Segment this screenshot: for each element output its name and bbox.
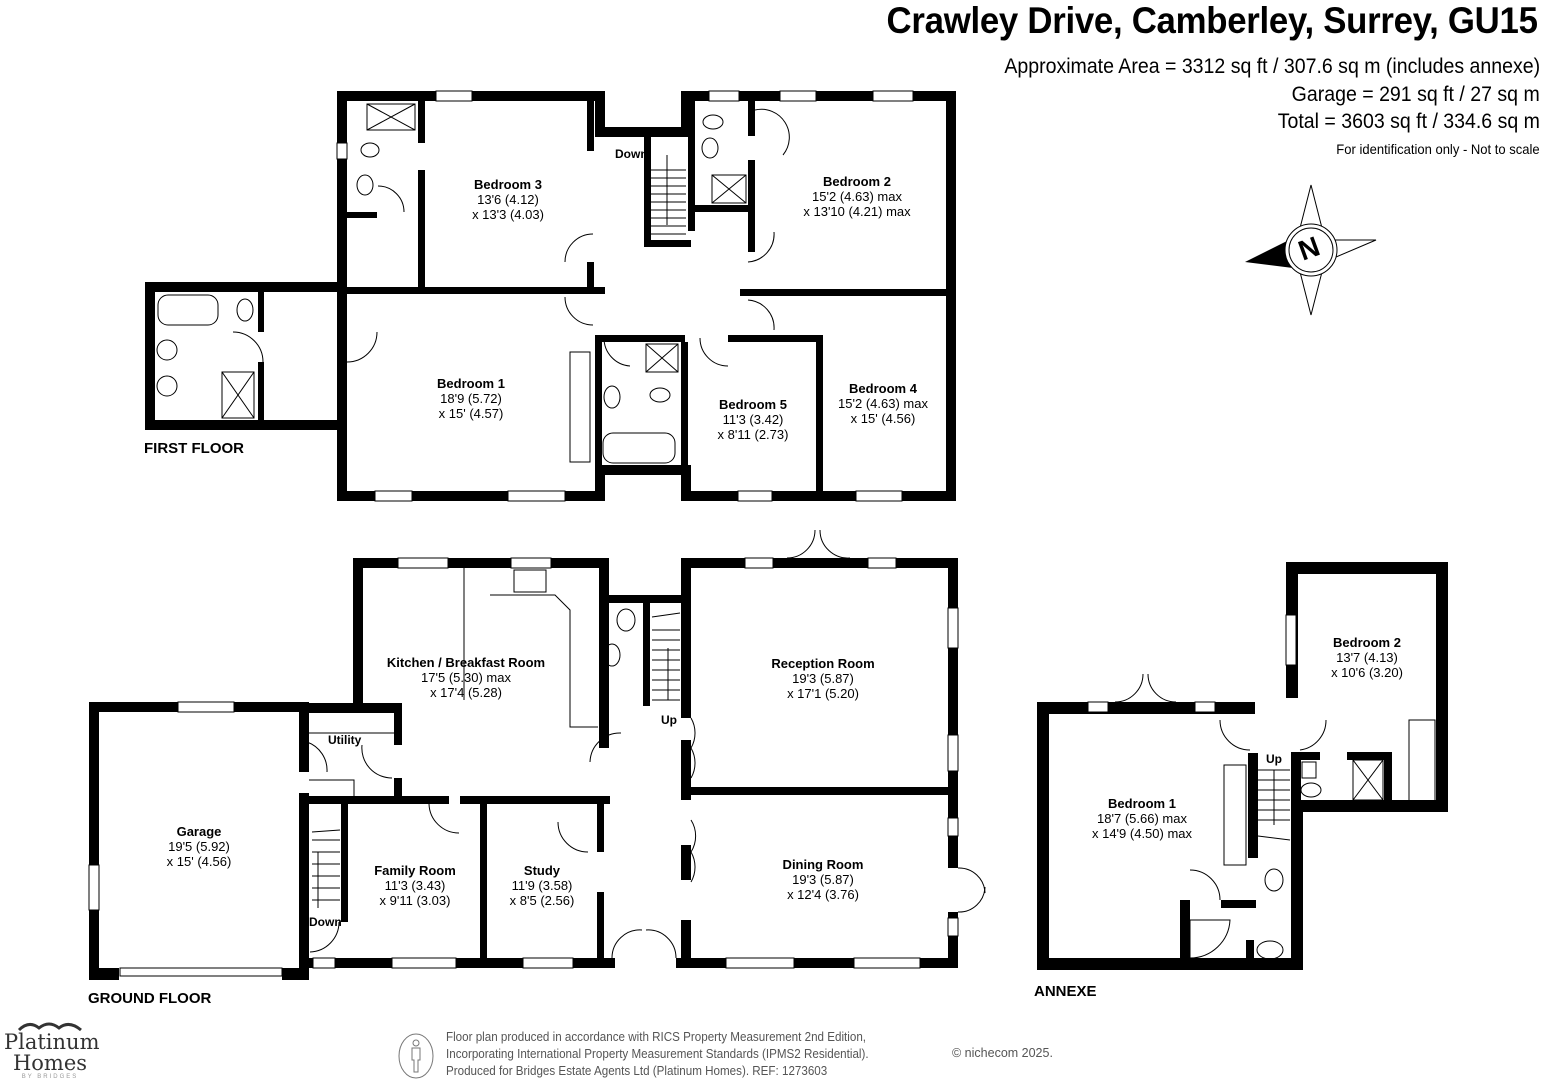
north-compass-icon [1245, 184, 1377, 316]
room-dimension: 15'2 (4.63) max [812, 189, 902, 204]
room-label-bedroom-4: Bedroom 4 15'2 (4.63) max x 15' (4.56) [838, 381, 928, 426]
room-label-bedroom-2: Bedroom 2 15'2 (4.63) max x 13'10 (4.21)… [803, 174, 910, 219]
floor-label-annexe: ANNEXE [1034, 983, 1097, 1000]
room-label-family-room: Family Room 11'3 (3.43) x 9'11 (3.03) [374, 863, 456, 908]
room-dimension: 11'3 (3.43) [384, 878, 446, 893]
total-area: Total = 3603 sq ft / 334.6 sq m [1277, 110, 1540, 133]
room-dimension: 11'3 (3.42) [722, 412, 784, 427]
room-dimension: 13'7 (4.13) [1336, 650, 1398, 665]
room-label-dining-room: Dining Room 19'3 (5.87) x 12'4 (3.76) [783, 857, 864, 902]
first-floor-fixtures [156, 103, 790, 464]
room-dimension: 18'9 (5.72) [440, 391, 502, 406]
first-floor-walls [145, 90, 956, 502]
room-name: Bedroom 2 [1333, 635, 1401, 650]
copyright: © nichecom 2025. [952, 1046, 1053, 1060]
room-dimension: x 8'5 (2.56) [509, 893, 575, 908]
stairs-up-label: Up [661, 713, 677, 727]
room-dimension: x 14'9 (4.50) max [1091, 826, 1193, 841]
room-dimension: 19'3 (5.87) [792, 872, 854, 887]
floor-label-first: FIRST FLOOR [144, 440, 244, 457]
footer-line-2: Incorporating International Property Mea… [446, 1047, 869, 1061]
room-dimension: x 15' (4.56) [166, 854, 232, 869]
room-dimension: x 9'11 (3.03) [379, 893, 451, 908]
garage-area: Garage = 291 sq ft / 27 sq m [1291, 83, 1540, 106]
ground-floor-walls [88, 557, 959, 980]
room-label-kitchen: Kitchen / Breakfast Room 17'5 (5.30) max… [387, 655, 545, 700]
room-name: Bedroom 5 [719, 397, 787, 412]
room-name: Kitchen / Breakfast Room [386, 655, 546, 670]
footer-line-3: Produced for Bridges Estate Agents Ltd (… [446, 1064, 828, 1078]
room-dimension: x 10'6 (3.20) [1331, 665, 1403, 680]
room-dimension: x 17'1 (5.20) [787, 686, 859, 701]
room-name: Family Room [374, 863, 456, 878]
room-name: Garage [176, 824, 222, 839]
property-title: Crawley Drive, Camberley, Surrey, GU15 [886, 0, 1538, 41]
room-name: Bedroom 1 [437, 376, 505, 391]
room-label-study: Study 11'9 (3.58) x 8'5 (2.56) [510, 863, 575, 908]
floor-label-ground: GROUND FLOOR [88, 990, 212, 1007]
room-label-annexe-bedroom-1: Bedroom 1 18'7 (5.66) max x 14'9 (4.50) … [1092, 796, 1192, 841]
room-dimension: x 17'4 (5.28) [430, 685, 502, 700]
room-name: Dining Room [782, 857, 864, 872]
approximate-area: Approximate Area = 3312 sq ft / 307.6 sq… [1004, 55, 1540, 78]
room-name: Study [523, 863, 561, 878]
logo-wave-icon [17, 1022, 82, 1032]
room-dimension: x 15' (4.57) [438, 406, 504, 421]
room-dimension: 17'5 (5.30) max [421, 670, 511, 685]
room-name: Bedroom 2 [823, 174, 891, 189]
room-dimension: x 12'4 (3.76) [787, 887, 859, 902]
logo-line-1: Platinum [4, 1030, 100, 1054]
stairs-down-label: Down [615, 147, 648, 161]
room-dimension: 13'6 (4.12) [477, 192, 539, 207]
room-dimension: 18'7 (5.66) max [1097, 811, 1187, 826]
room-dimension: 15'2 (4.63) max [838, 396, 928, 411]
room-dimension: x 8'11 (2.73) [717, 427, 789, 442]
stairs-down-label: Down [309, 915, 342, 929]
stairs-up-label: Up [1266, 752, 1282, 766]
room-dimension: 19'3 (5.87) [792, 671, 854, 686]
room-dimension: x 13'10 (4.21) max [803, 204, 911, 219]
room-label-bedroom-1: Bedroom 1 18'9 (5.72) x 15' (4.57) [437, 376, 505, 421]
logo-line-2: Homes [12, 1051, 88, 1075]
footer-disclaimer: Floor plan produced in accordance with R… [446, 1029, 869, 1080]
room-name: Bedroom 4 [849, 381, 917, 396]
annexe-fixtures [1114, 673, 1436, 960]
platinum-homes-logo: Platinum Homes BY BRIDGES [4, 1020, 100, 1080]
scale-disclaimer: For identification only - Not to scale [1336, 141, 1540, 157]
room-dimension: 11'9 (3.58) [511, 878, 573, 893]
room-label-bedroom-5: Bedroom 5 11'3 (3.42) x 8'11 (2.73) [718, 397, 789, 442]
annexe-walls [1037, 562, 1448, 970]
room-name: Bedroom 1 [1108, 796, 1176, 811]
ipms-person-icon [398, 1033, 434, 1079]
room-name: Reception Room [771, 656, 875, 671]
utility-label: Utility [328, 733, 362, 747]
room-name: Bedroom 3 [474, 177, 542, 192]
room-label-bedroom-3: Bedroom 3 13'6 (4.12) x 13'3 (4.03) [472, 177, 544, 222]
room-label-annexe-bedroom-2: Bedroom 2 13'7 (4.13) x 10'6 (3.20) [1331, 635, 1403, 680]
room-dimension: 19'5 (5.92) [168, 839, 230, 854]
room-label-reception: Reception Room 19'3 (5.87) x 17'1 (5.20) [771, 656, 874, 701]
ground-floor-fixtures [306, 529, 986, 959]
room-dimension: x 15' (4.56) [850, 411, 916, 426]
logo-line-3: BY BRIDGES [21, 1074, 79, 1080]
footer-line-1: Floor plan produced in accordance with R… [446, 1030, 867, 1044]
room-dimension: x 13'3 (4.03) [472, 207, 544, 222]
room-label-garage: Garage 19'5 (5.92) x 15' (4.56) [167, 824, 232, 869]
